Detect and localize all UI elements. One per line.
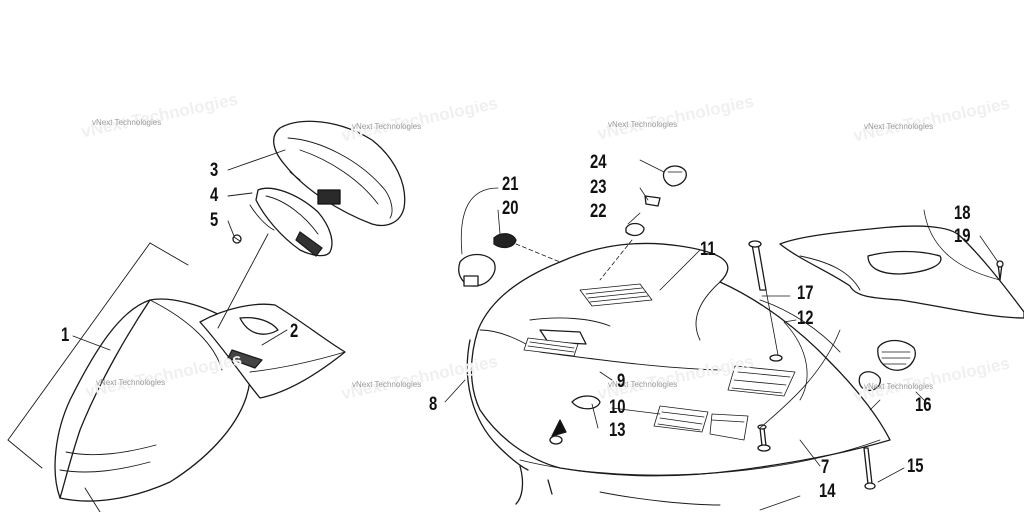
callout-10: 10 <box>609 397 626 418</box>
callout-13: 13 <box>609 420 626 441</box>
callout-9: 9 <box>617 371 626 392</box>
callout-15: 15 <box>907 456 924 477</box>
dash-panel-part-2 <box>199 303 346 399</box>
hood-part-8 <box>466 242 891 506</box>
screw-part-5 <box>232 234 242 244</box>
cap-parts-22-24 <box>599 159 687 281</box>
callout-2: 2 <box>290 321 299 342</box>
screw-part-19 <box>996 260 1004 281</box>
watermark: vNext Technologies <box>352 122 422 131</box>
bezel-part-4 <box>249 187 333 257</box>
windshield-part-1 <box>54 298 252 502</box>
seal-part-13 <box>549 395 601 445</box>
callout-8: 8 <box>429 394 438 415</box>
callout-4: 4 <box>210 185 219 206</box>
callout-11: 11 <box>700 239 716 260</box>
callout-21: 21 <box>502 174 519 195</box>
callout-24: 24 <box>590 152 607 173</box>
side-panel-part-18 <box>779 225 1024 319</box>
callout-17: 17 <box>797 283 814 304</box>
callout-1: 1 <box>61 325 70 346</box>
watermark: vNext Technologies <box>864 122 934 131</box>
leader-lines-left <box>72 149 288 351</box>
watermark: vNext Technologies <box>608 380 678 389</box>
callout-7: 7 <box>821 457 830 478</box>
watermark: vNext Technologies <box>864 382 934 391</box>
callout-3: 3 <box>210 160 219 181</box>
callout-22: 22 <box>590 201 607 222</box>
watermark: vNext Technologies <box>92 118 162 127</box>
callout-5: 5 <box>210 210 219 231</box>
callout-20: 20 <box>502 198 519 219</box>
watermark: vNext Technologies <box>352 380 422 389</box>
switch-part-16 <box>858 339 916 392</box>
decals <box>523 283 796 441</box>
gauge-part-3 <box>273 120 406 227</box>
screw-part-15 <box>863 447 876 490</box>
callout-14: 14 <box>819 481 836 502</box>
callout-18: 18 <box>954 203 971 224</box>
watermark: vNext Technologies <box>96 378 166 387</box>
plug-parts-20-21 <box>458 187 561 287</box>
callout-23: 23 <box>590 177 607 198</box>
callout-12: 12 <box>797 308 814 329</box>
leader-lines-right <box>444 209 1001 511</box>
screw-part-7 <box>757 424 771 452</box>
callout-19: 19 <box>954 226 971 247</box>
callout-16: 16 <box>915 395 932 416</box>
callout-bracket-1 <box>7 242 189 512</box>
bolt-part-17 <box>748 240 783 362</box>
watermark: vNext Technologies <box>608 120 678 129</box>
